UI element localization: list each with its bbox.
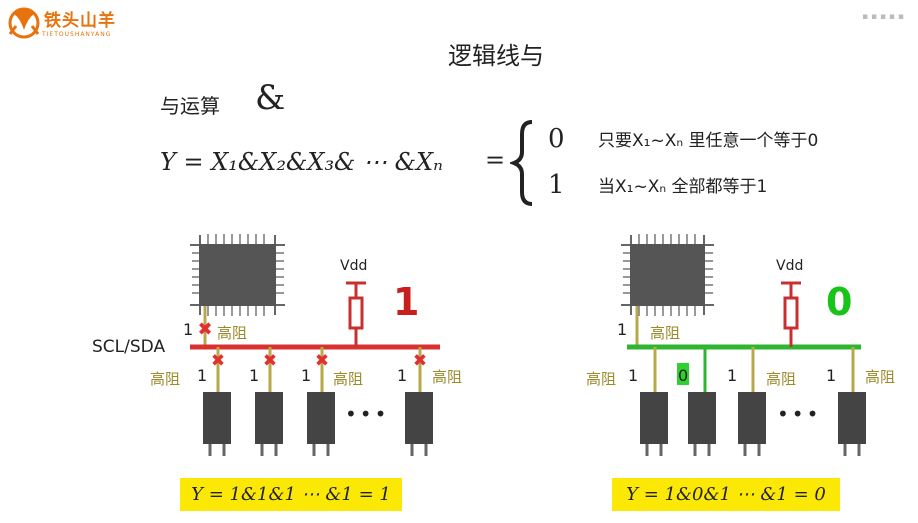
left-device-2-output: 1 (249, 366, 260, 385)
case-zero-condition: 只要X₁~Xₙ 里任意一个等于0 (598, 131, 819, 151)
right-mcu-state: 高阻 (650, 324, 681, 342)
left-device-4-output: 1 (397, 366, 408, 385)
and-formula: Y = X₁&X₂&X₃& ⋯ &Xₙ (160, 148, 443, 176)
right-vdd-label: Vdd (776, 258, 804, 274)
left-equation: Y = 1&1&1 ⋯ &1 = 1 (180, 478, 402, 511)
goat-logo-icon (8, 7, 40, 39)
watermark-dots: ▪ ▪ ▪ ▪ ▪ (862, 12, 904, 22)
case-zero-value: 0 (548, 124, 565, 154)
right-mcu-chip-icon (621, 234, 714, 316)
ampersand-symbol: & (255, 78, 286, 118)
right-device-2-output: 0 (678, 366, 689, 385)
right-device-2-low-highlight (677, 363, 689, 385)
right-ellipsis: ••• (777, 402, 822, 426)
left-device-1-output: 1 (197, 366, 208, 385)
left-mcu-output: 1 (183, 320, 194, 339)
left-device-3-x-icon: ✖ (315, 351, 329, 371)
right-device-3-output: 1 (727, 366, 738, 385)
left-device-1-state: 高阻 (150, 370, 181, 388)
case-one-condition: 当X₁~Xₙ 全部都等于1 (598, 177, 768, 197)
left-mcu-state: 高阻 (217, 324, 248, 342)
right-equation: Y = 1&0&1 ⋯ &1 = 0 (612, 478, 840, 511)
left-device-chips (203, 392, 433, 456)
right-device-1-state: 高阻 (586, 370, 617, 388)
right-circuit-diagram (621, 234, 866, 456)
left-mcu-chip-icon (190, 234, 285, 316)
right-device-1-output: 1 (628, 366, 639, 385)
left-device-3-state: 高阻 (333, 370, 364, 388)
left-ellipsis: ••• (345, 402, 390, 426)
left-circuit-diagram: ✖ ✖ ✖ ✖ ✖ (190, 234, 440, 456)
left-device-3-output: 1 (301, 366, 312, 385)
left-pullup-resistor-icon (348, 296, 364, 330)
right-device-3-state: 高阻 (766, 370, 797, 388)
logo-subtext: TIETOUSHANYANG (42, 31, 112, 38)
left-result-value: 1 (393, 280, 420, 324)
brace-icon (510, 120, 533, 206)
logo-text: 铁头山羊 (44, 11, 116, 31)
page-title: 逻辑线与 (448, 42, 544, 70)
right-result-value: 0 (826, 280, 853, 324)
right-device-chips (640, 392, 866, 456)
bus-label: SCL/SDA (92, 337, 166, 357)
right-device-4-state: 高阻 (865, 368, 896, 386)
formula-equals: = (485, 146, 506, 174)
left-device-4-x-icon: ✖ (413, 351, 427, 371)
right-pullup-resistor-icon (783, 296, 799, 330)
left-device-4-state: 高阻 (432, 368, 463, 386)
left-device-1-x-icon: ✖ (211, 351, 225, 371)
case-one-value: 1 (548, 170, 565, 200)
left-vdd-label: Vdd (340, 258, 368, 274)
right-device-4-output: 1 (826, 366, 837, 385)
left-device-2-x-icon: ✖ (263, 351, 277, 371)
right-mcu-output: 1 (617, 320, 628, 339)
left-mcu-x-icon: ✖ (197, 319, 212, 340)
subtitle: 与运算 (160, 94, 220, 118)
